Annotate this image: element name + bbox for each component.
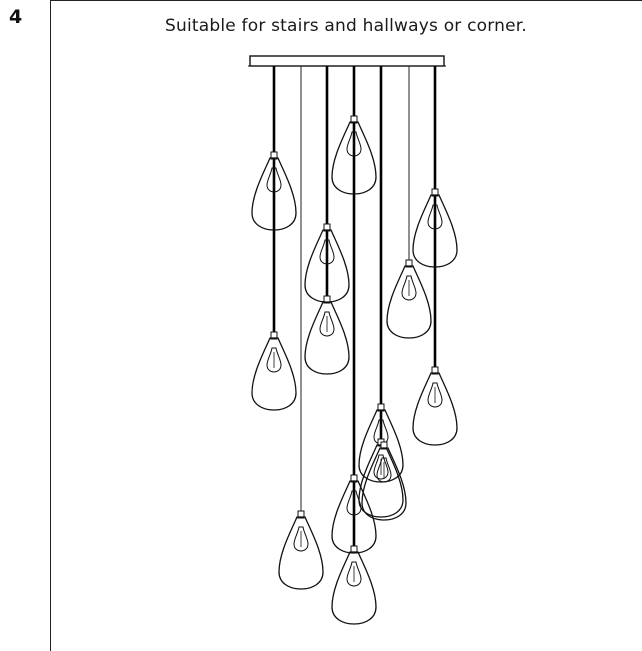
pendant-cords — [272, 66, 437, 552]
instruction-panel — [50, 0, 642, 651]
ceiling-canopy — [248, 55, 446, 67]
pendant-shade — [331, 115, 377, 195]
pendant-shade — [304, 295, 350, 375]
pendant-shade — [386, 259, 432, 339]
pendant-shade — [251, 151, 297, 231]
pendant-shade — [331, 545, 377, 625]
pendant-shades — [251, 115, 458, 625]
pendant-shade — [361, 441, 407, 521]
pendant-shade — [278, 510, 324, 590]
pendant-shade — [412, 366, 458, 446]
step-number: 4 — [9, 6, 23, 28]
caption-text: Suitable for stairs and hallways or corn… — [164, 16, 527, 36]
pendant-shade — [412, 188, 458, 268]
pendant-shade — [251, 331, 297, 411]
